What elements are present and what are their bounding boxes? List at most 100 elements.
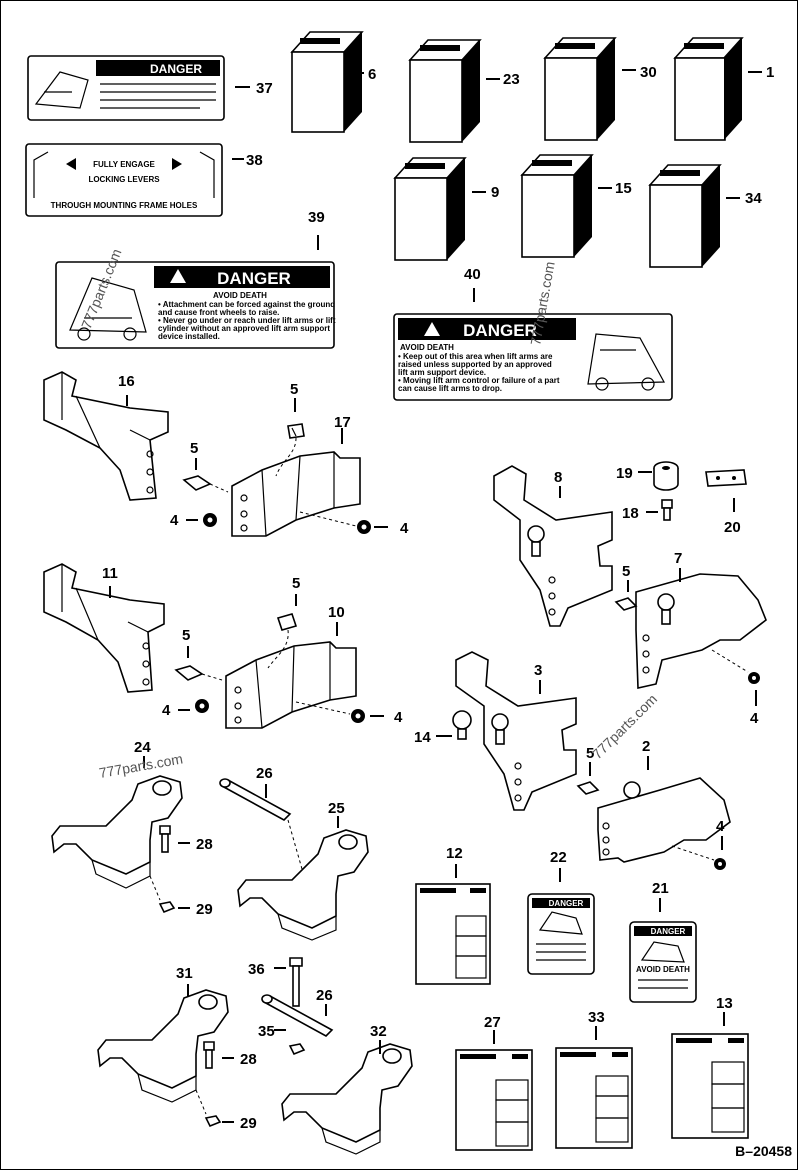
decal-39-subheader: AVOID DEATH [213,291,267,300]
callout-40: 40 [464,266,481,283]
callout-8: 8 [554,469,562,486]
decal-40-line3: lift arm support device. [398,368,486,377]
callout-18: 18 [622,505,639,522]
nut-35[interactable] [288,1043,306,1056]
lever-31[interactable] [97,989,229,1103]
decal-39-header: DANGER [217,269,291,288]
callout-7: 7 [674,550,682,567]
bracket-17[interactable] [231,451,361,537]
callout-28b: 28 [240,1051,257,1068]
bolt-5-right-a[interactable] [614,597,638,611]
kit-box-23[interactable] [408,39,482,143]
callout-21: 21 [652,880,669,897]
decal-21[interactable]: DANGER AVOID DEATH [629,921,697,1003]
nut-29-upper[interactable] [158,901,176,914]
decal-21-header: DANGER [651,927,686,936]
decal-39-line1: • Attachment can be forced against the g… [158,300,335,309]
decal-39-line3: • Never go under or reach under lift arm… [158,316,336,325]
decal-40-subheader: AVOID DEATH [400,343,454,352]
nut-29-lower[interactable] [204,1115,222,1128]
nut-4-right-b[interactable] [714,858,726,870]
bolt-28-lower[interactable] [203,1041,215,1069]
decal-38[interactable]: FULLY ENGAGE LOCKING LEVERS THROUGH MOUN… [25,143,223,217]
lever-32[interactable] [281,1043,413,1155]
pin-26-lower[interactable] [261,994,334,1037]
bolt-5-mid-a[interactable] [276,613,298,631]
callout-2: 2 [642,738,650,755]
callout-11: 11 [102,565,118,582]
decal-40[interactable]: DANGER AVOID DEATH • Keep out of this ar… [393,313,673,401]
callout-37: 37 [256,80,273,97]
callout-32: 32 [370,1023,387,1040]
decal-37-header: DANGER [150,62,202,76]
nut-4-mid-b[interactable] [351,709,365,723]
callout-25: 25 [328,800,345,817]
callout-3: 3 [534,662,542,679]
decal-39-line5: device installed. [158,332,220,341]
bracket-16[interactable] [43,371,169,501]
manual-33[interactable] [555,1047,633,1149]
decal-38-top: FULLY ENGAGE [93,160,155,169]
kit-box-34[interactable] [648,164,722,268]
nut-4-right-a[interactable] [748,672,760,684]
callout-23: 23 [503,71,520,88]
bracket-10[interactable] [225,641,357,729]
manual-13[interactable] [671,1033,749,1139]
manual-12[interactable] [415,883,491,985]
bolt-5-upper-a[interactable] [287,423,305,439]
kit-box-15[interactable] [520,154,594,258]
decal-21-subheader: AVOID DEATH [636,965,690,974]
nut-4-mid-a[interactable] [195,699,209,713]
callout-5e: 5 [622,563,630,580]
decal-38-mid: LOCKING LEVERS [88,175,160,184]
callout-4e: 4 [750,710,759,727]
callout-29b: 29 [240,1115,257,1132]
plate-20[interactable] [705,469,747,487]
callout-6: 6 [368,66,376,83]
callout-15: 15 [615,180,632,197]
decal-39[interactable]: DANGER AVOID DEATH • Attachment can be f… [55,261,336,349]
callout-13: 13 [716,995,733,1012]
lever-24[interactable] [51,775,183,889]
diagram-code: B–20458 [735,1143,792,1159]
screw-18[interactable] [661,499,673,521]
bracket-7[interactable] [635,573,767,689]
callout-30: 30 [640,64,657,81]
kit-box-9[interactable] [393,157,467,261]
callout-5b: 5 [190,440,198,457]
kit-box-1[interactable] [673,37,744,141]
pin-26-upper[interactable] [219,778,292,821]
callout-4f: 4 [716,818,725,835]
callout-5c: 5 [292,575,300,592]
callout-5d: 5 [182,627,190,644]
ball-14[interactable] [452,710,472,740]
bolt-28-upper[interactable] [159,825,171,853]
decal-40-header: DANGER [463,321,537,340]
decal-22-header: DANGER [549,899,584,908]
decal-22[interactable]: DANGER [527,893,595,975]
lever-25[interactable] [237,829,369,941]
callout-4d: 4 [394,709,403,726]
kit-box-30[interactable] [543,37,617,141]
nut-4-upper-a[interactable] [203,513,217,527]
bolt-5-mid-b[interactable] [174,665,204,681]
bolt-36[interactable] [289,957,303,1007]
callout-16: 16 [118,373,135,390]
callout-31: 31 [176,965,193,982]
bracket-8[interactable] [493,465,613,627]
callout-26b: 26 [316,987,333,1004]
callout-36: 36 [248,961,265,978]
kit-box-6[interactable] [290,31,364,133]
manual-27[interactable] [455,1049,533,1151]
bolt-5-right-b[interactable] [576,781,600,795]
decal-40-line4: • Moving lift arm control or failure of … [398,376,560,385]
bracket-11[interactable] [43,563,165,693]
callout-20: 20 [724,519,741,536]
callout-27: 27 [484,1014,501,1031]
bracket-3[interactable] [455,651,577,811]
bolt-5-upper-b[interactable] [182,475,212,491]
nut-4-upper-b[interactable] [357,520,371,534]
bracket-2[interactable] [597,777,731,863]
spacer-19[interactable] [653,461,679,491]
decal-37[interactable]: DANGER [27,55,225,121]
